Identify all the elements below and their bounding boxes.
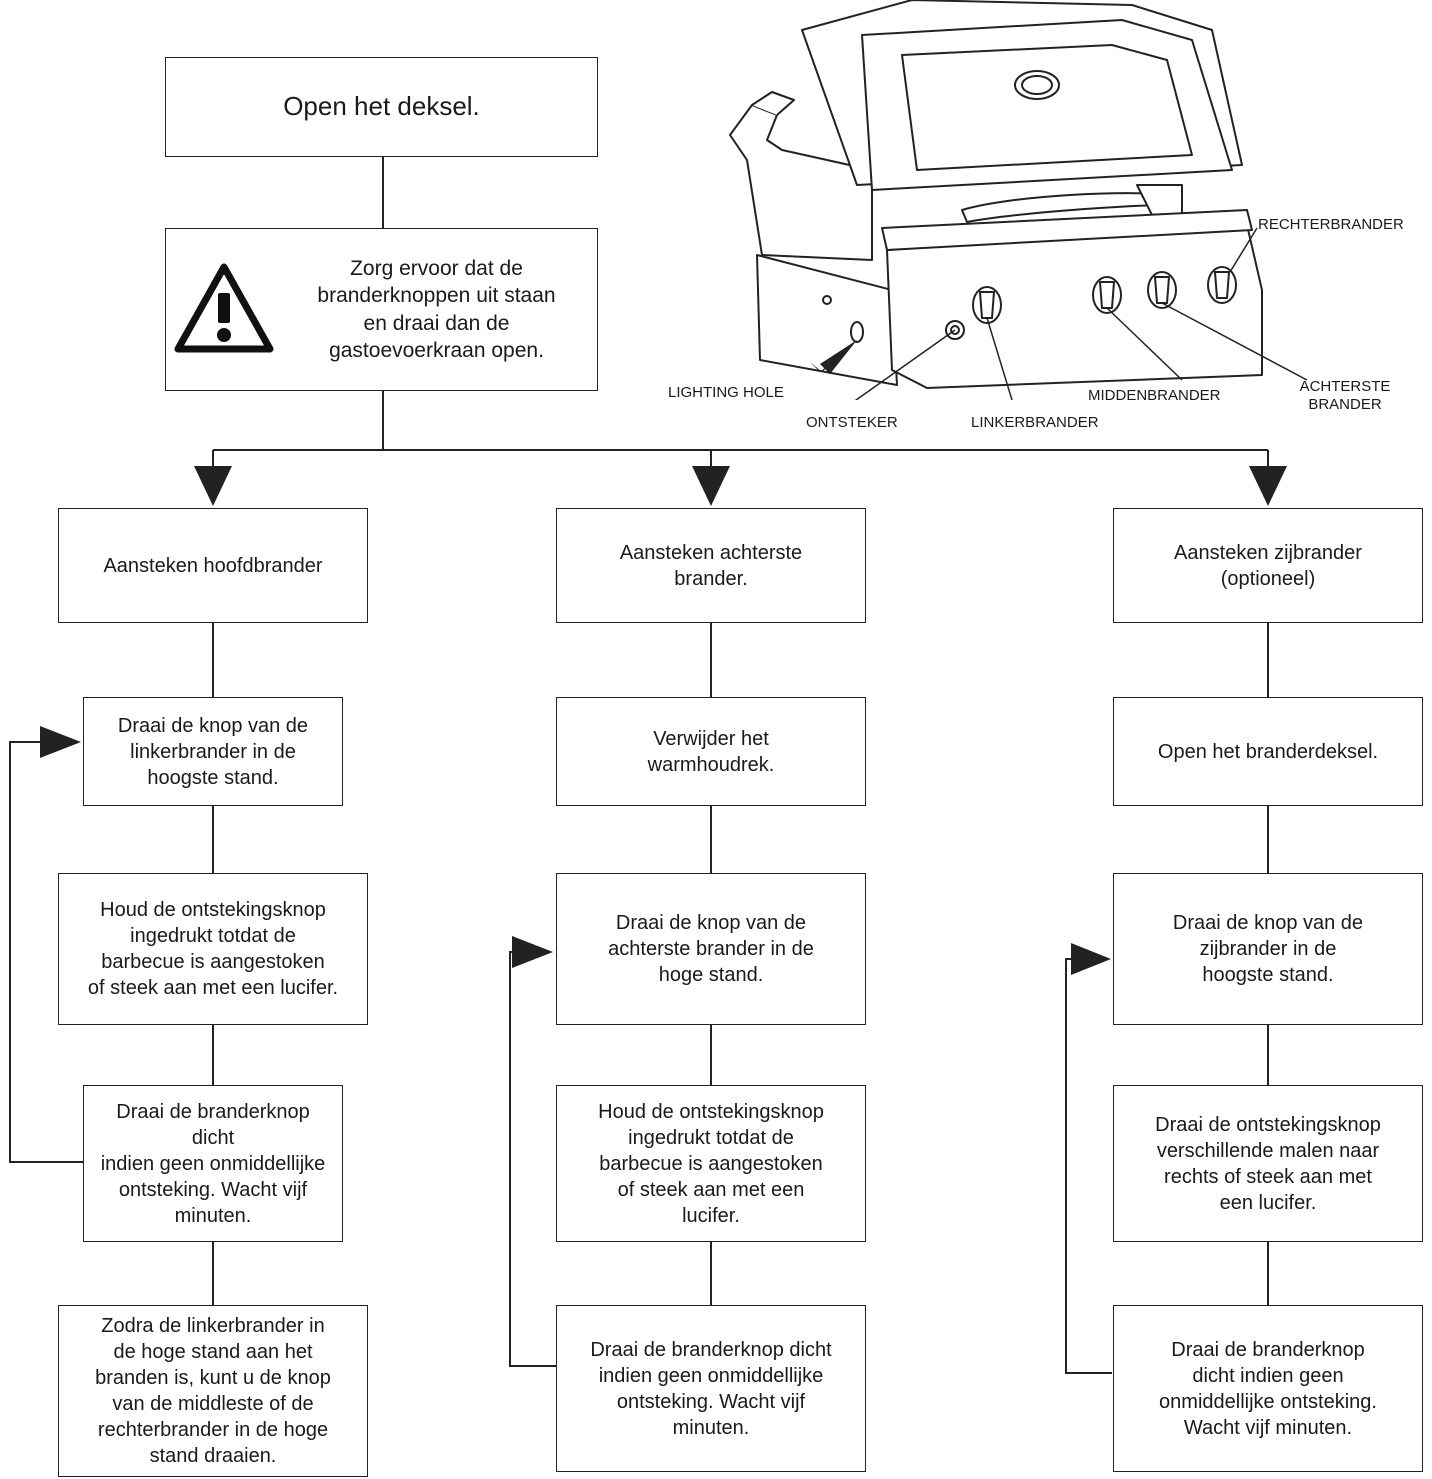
side-step-3: Draai de ontstekingsknop verschillende m… bbox=[1113, 1085, 1423, 1242]
main-step-3: Draai de branderknop dicht indien geen o… bbox=[83, 1085, 343, 1242]
label-lighting-hole: LIGHTING HOLE bbox=[668, 384, 784, 401]
label-right-burner: RECHTERBRANDER bbox=[1258, 216, 1404, 233]
side-step-1: Open het branderdeksel. bbox=[1113, 697, 1423, 806]
arrow-loop-middle bbox=[512, 936, 553, 968]
arrow-down-right bbox=[1249, 466, 1287, 506]
rear-step-2-text: Draai de knop van de achterste brander i… bbox=[608, 912, 814, 986]
main-step-1: Draai de knop van de linkerbrander in de… bbox=[83, 697, 343, 806]
step-open-lid: Open het deksel. bbox=[165, 57, 598, 157]
main-burner-title: Aansteken hoofdbrander bbox=[58, 508, 368, 623]
rear-step-4: Draai de branderknop dicht indien geen o… bbox=[556, 1305, 866, 1472]
main-step-1-text: Draai de knop van de linkerbrander in de… bbox=[117, 714, 309, 789]
main-step-3-text: Draai de branderknop dicht indien geen o… bbox=[100, 1100, 326, 1227]
label-rear-burner: ACHTERSTE BRANDER bbox=[1299, 378, 1391, 413]
label-middle-burner: MIDDENBRANDER bbox=[1088, 387, 1221, 404]
rear-step-4-text: Draai de branderknop dicht indien geen o… bbox=[590, 1338, 832, 1439]
step-check-knobs-text: Zorg ervoor dat de branderknoppen uit st… bbox=[317, 256, 556, 362]
main-step-2: Houd de ontstekingsknop ingedrukt totdat… bbox=[58, 873, 368, 1025]
main-step-4: Zodra de linkerbrander in de hoge stand … bbox=[58, 1305, 368, 1477]
side-step-2-text: Draai de knop van de zijbrander in de ho… bbox=[1172, 912, 1364, 986]
side-step-4-text: Draai de branderknop dicht indien geen o… bbox=[1159, 1338, 1377, 1439]
arrow-down-middle bbox=[692, 466, 730, 506]
label-left-burner: LINKERBRANDER bbox=[971, 414, 1099, 431]
grill-illustration bbox=[729, 0, 1308, 400]
step-open-lid-text: Open het deksel. bbox=[283, 91, 480, 122]
main-burner-title-text: Aansteken hoofdbrander bbox=[103, 554, 323, 577]
main-step-4-text: Zodra de linkerbrander in de hoge stand … bbox=[95, 1315, 331, 1467]
rear-step-3-text: Houd de ontstekingsknop ingedrukt totdat… bbox=[598, 1100, 824, 1227]
step-check-knobs: Zorg ervoor dat de branderknoppen uit st… bbox=[165, 228, 598, 391]
side-step-4: Draai de branderknop dicht indien geen o… bbox=[1113, 1305, 1423, 1472]
main-step-2-text: Houd de ontstekingsknop ingedrukt totdat… bbox=[87, 899, 339, 999]
rear-step-1-text: Verwijder het warmhoudrek. bbox=[647, 727, 775, 776]
label-igniter: ONTSTEKER bbox=[806, 414, 898, 431]
rear-burner-title: Aansteken achterste brander. bbox=[556, 508, 866, 623]
arrow-down-left bbox=[194, 466, 232, 506]
side-step-2: Draai de knop van de zijbrander in de ho… bbox=[1113, 873, 1423, 1025]
side-step-3-text: Draai de ontstekingsknop verschillende m… bbox=[1155, 1113, 1381, 1214]
warning-triangle-icon bbox=[174, 263, 274, 353]
side-burner-title-text: Aansteken zijbrander (optioneel) bbox=[1174, 541, 1362, 590]
rear-step-1: Verwijder het warmhoudrek. bbox=[556, 697, 866, 806]
arrow-loop-left bbox=[40, 726, 81, 758]
rear-burner-title-text: Aansteken achterste brander. bbox=[619, 541, 803, 590]
side-burner-title: Aansteken zijbrander (optioneel) bbox=[1113, 508, 1423, 623]
rear-step-2: Draai de knop van de achterste brander i… bbox=[556, 873, 866, 1025]
side-step-1-text: Open het branderdeksel. bbox=[1157, 740, 1379, 763]
arrow-loop-right bbox=[1071, 943, 1111, 975]
rear-step-3: Houd de ontstekingsknop ingedrukt totdat… bbox=[556, 1085, 866, 1242]
